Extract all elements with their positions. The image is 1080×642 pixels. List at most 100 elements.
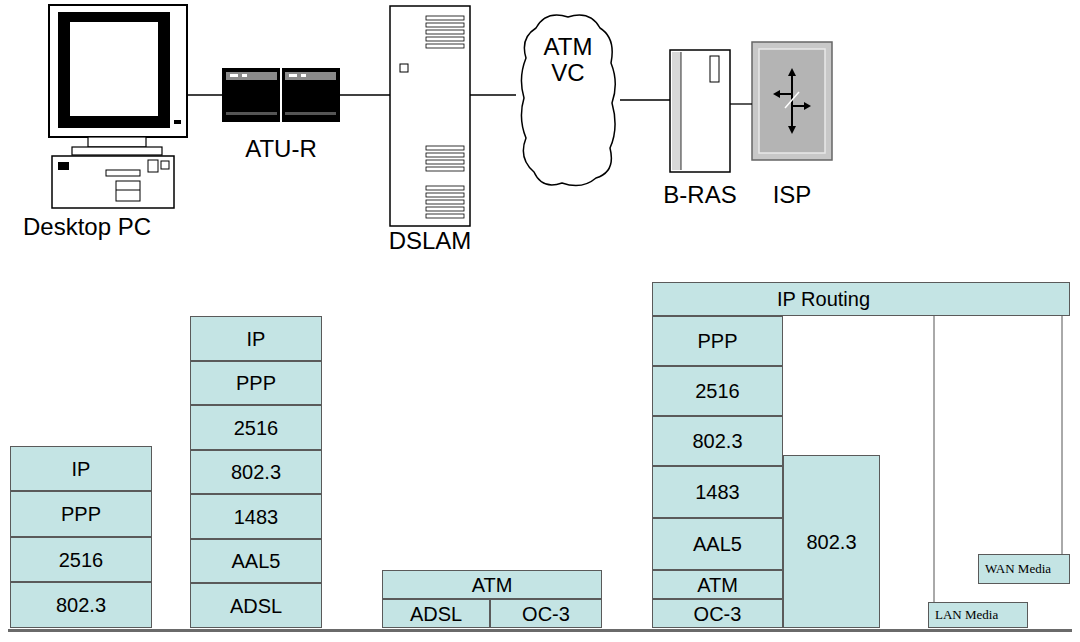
device-label: DSLAM (310, 228, 550, 254)
layer-label: ADSL (410, 603, 462, 625)
device-label: ISP (672, 182, 912, 208)
layer-label: 1483 (695, 481, 740, 503)
protocol-layer-box: 2516 (190, 405, 322, 450)
modem-vent (226, 112, 277, 115)
dslam-cabinet (390, 6, 470, 226)
device-label: ATU-R (161, 136, 401, 162)
layer-label: 802.3 (231, 461, 281, 483)
monitor-base (72, 147, 162, 155)
dslam-slot (426, 16, 464, 20)
b-ras-illustration (670, 50, 730, 172)
monitor-screen (70, 22, 158, 116)
atm-cloud: ATM VC (516, 8, 620, 190)
layer-label: LAN Media (935, 608, 998, 622)
router-symbol-head (773, 90, 780, 98)
dslam-slot (426, 167, 464, 171)
baseline-bar (8, 629, 1072, 632)
isp-router-illustration (752, 42, 832, 160)
layer-label: 2516 (59, 549, 104, 571)
pc-drive (106, 170, 140, 176)
dslam-slot (426, 186, 464, 190)
router-symbol-head (788, 126, 796, 134)
protocol-layer-box: AAL5 (190, 539, 322, 583)
dslam-slot (426, 153, 464, 157)
layer-label: 802.3 (806, 531, 856, 553)
pc-bay (148, 160, 158, 172)
layer-label: IP (72, 458, 91, 480)
layer-label: ATM (697, 574, 738, 596)
router-symbol-line (778, 93, 792, 95)
network-device: ATU-R (222, 68, 340, 122)
modem-case (222, 68, 340, 122)
dslam-slot (426, 207, 464, 211)
monitor-bezel (58, 12, 170, 128)
protocol-layer-box: 802.3 (652, 416, 783, 466)
pc-bay (161, 161, 169, 169)
protocol-layer-box: PPP (652, 316, 783, 366)
monitor-neck (88, 137, 146, 147)
modem-light (230, 74, 238, 77)
b-ras-side (672, 52, 681, 170)
pc-panel-line (116, 190, 140, 191)
layer-label: PPP (236, 372, 276, 394)
modem-divider (280, 68, 282, 122)
layer-label: PPP (61, 503, 101, 525)
desktop-pc-illustration (49, 5, 187, 208)
protocol-layer-box: ATM (382, 570, 602, 599)
layer-label: PPP (697, 330, 737, 352)
protocol-layer-box: PPP (10, 491, 152, 537)
router-face (759, 49, 825, 153)
protocol-layer-box: OC-3 (490, 599, 602, 628)
layer-label: IP (247, 328, 266, 350)
cloud-shape (521, 15, 615, 186)
layer-label: OC-3 (694, 603, 742, 625)
modem-light (242, 74, 247, 77)
layer-label: 802.3 (692, 430, 742, 452)
network-device: B-RAS (670, 50, 730, 172)
router-symbol-highlight (785, 92, 799, 108)
modem-light (289, 74, 297, 77)
dslam-slot (426, 44, 464, 48)
layer-label: 802.3 (56, 594, 106, 616)
layer-label: 1483 (234, 506, 279, 528)
dslam-slot (426, 160, 464, 164)
dslam-slot (426, 214, 464, 218)
protocol-layer-box: ADSL (190, 583, 322, 628)
protocol-layer-box: IP (10, 446, 152, 491)
network-link (188, 94, 222, 95)
layer-label: 2516 (695, 380, 740, 402)
dslam-slot (426, 200, 464, 204)
device-label: Desktop PC (0, 214, 207, 240)
pc-case (52, 156, 174, 208)
b-ras-edge (681, 52, 682, 170)
modem-strip (226, 72, 277, 80)
protocol-layer-box: 2516 (652, 366, 783, 416)
protocol-layer-box: 1483 (190, 494, 322, 539)
atu-r-illustration (222, 68, 340, 122)
modem-vent (285, 112, 336, 115)
network-link (620, 99, 670, 100)
cloud-label: ATM VC (532, 34, 604, 87)
router-case (752, 42, 832, 160)
network-link (470, 94, 516, 95)
network-device: DSLAM (390, 6, 470, 226)
protocol-layer-box: 2516 (10, 537, 152, 582)
layer-label: WAN Media (985, 562, 1051, 576)
layer-label: IP Routing (777, 288, 870, 310)
dslam-slot (426, 193, 464, 197)
protocol-layer-box: 802.3 (783, 455, 880, 628)
dslam-slot (426, 23, 464, 27)
protocol-layer-box: 1483 (652, 466, 783, 518)
router-symbol-head (804, 102, 811, 110)
network-link (730, 103, 752, 104)
dslam-illustration (390, 6, 470, 226)
protocol-layer-box: IP (190, 316, 322, 361)
media-box: LAN Media (928, 602, 1028, 628)
protocol-layer-box: PPP (190, 361, 322, 405)
network-link (934, 316, 935, 602)
media-box: WAN Media (978, 554, 1070, 584)
router-symbol-head (788, 68, 796, 76)
monitor-case (49, 5, 187, 137)
network-device: Desktop PC (48, 4, 188, 210)
